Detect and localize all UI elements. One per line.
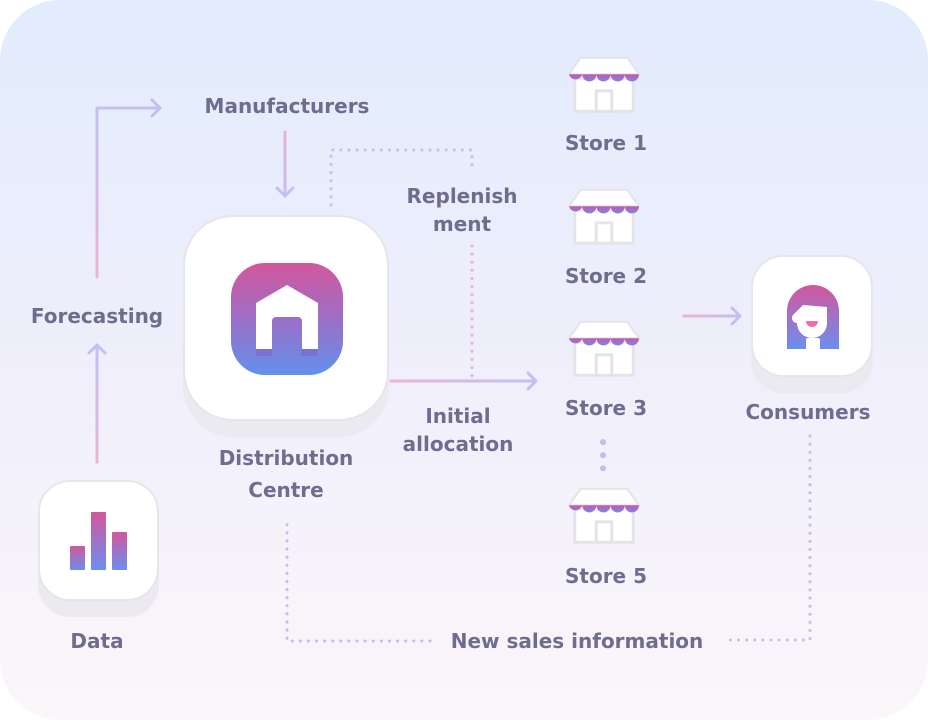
forecasting-label: Forecasting: [30, 304, 164, 328]
distribution-centre-node: [183, 215, 389, 421]
sales-info-dotted-right: [724, 434, 812, 642]
distribution-centre-label: Distribution Centre: [219, 442, 354, 506]
new-sales-information-label: New sales information: [450, 629, 704, 653]
consumers-node: [751, 255, 873, 377]
store-to-consumers-arrow: [682, 306, 742, 326]
store-5-label: Store 5: [564, 564, 648, 588]
initial-allocation-label-line2: allocation: [402, 432, 514, 456]
store-3-icon: [568, 319, 640, 379]
replenishment-label-line1: Replenish: [406, 184, 518, 208]
bar-chart-icon: [70, 512, 127, 570]
consumer-avatar-icon: [787, 285, 839, 350]
manufacturers-to-dc-arrow: [275, 130, 295, 198]
replenishment-label-line2: ment: [432, 212, 492, 236]
store-1-icon: [568, 55, 640, 115]
consumers-label: Consumers: [745, 400, 871, 424]
store-2-label: Store 2: [564, 264, 648, 288]
warehouse-home-icon: [231, 263, 343, 375]
store-2-icon: [568, 187, 640, 247]
sales-info-dotted-left: [285, 518, 432, 643]
initial-allocation-label: Initial allocation: [403, 402, 514, 458]
store-1-label: Store 1: [564, 131, 648, 155]
replenishment-label: Replenish ment: [407, 182, 518, 238]
distribution-centre-label-line1: Distribution: [218, 446, 354, 470]
data-label: Data: [70, 629, 124, 653]
store-3-label: Store 3: [564, 396, 648, 420]
store-5-icon: [568, 486, 640, 546]
initial-allocation-arrow: [389, 371, 538, 391]
initial-allocation-label-line1: Initial: [425, 404, 491, 428]
forecast-to-manufacturers-arrow: [95, 98, 162, 279]
data-to-forecasting-arrow: [87, 343, 107, 464]
data-node: [38, 480, 159, 601]
manufacturers-label: Manufacturers: [204, 94, 370, 118]
distribution-centre-label-line2: Centre: [248, 478, 324, 502]
